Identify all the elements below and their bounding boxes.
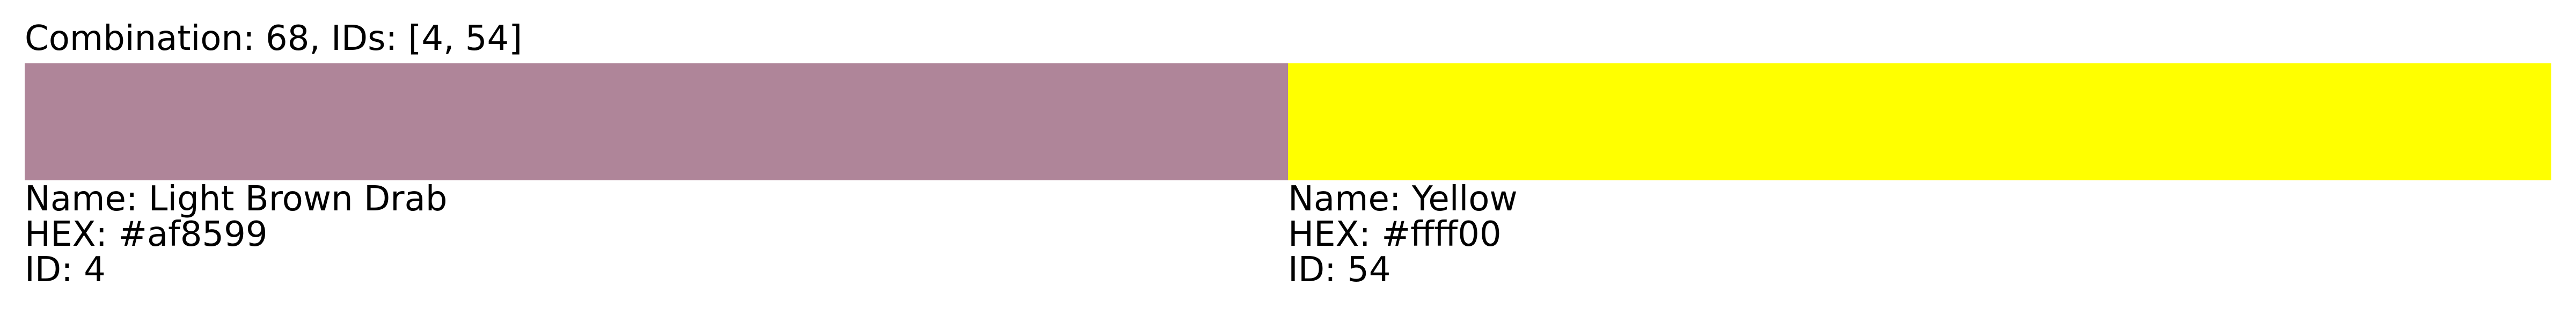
color-id-label: ID: 54 bbox=[1288, 250, 1391, 290]
color-name-label: Name: Yellow bbox=[1288, 179, 1518, 219]
color-hex-label: HEX: #af8599 bbox=[25, 215, 268, 254]
color-info-left: Name: Light Brown Drab HEX: #af8599 ID: … bbox=[25, 181, 447, 288]
color-swatch-yellow bbox=[1288, 63, 2551, 180]
combination-title: Combination: 68, IDs: [4, 54] bbox=[25, 19, 523, 58]
color-info-right: Name: Yellow HEX: #ffff00 ID: 54 bbox=[1288, 181, 1518, 288]
color-hex-label: HEX: #ffff00 bbox=[1288, 215, 1502, 254]
color-id-label: ID: 4 bbox=[25, 250, 106, 290]
color-name-label: Name: Light Brown Drab bbox=[25, 179, 448, 219]
color-swatch-light-brown-drab bbox=[25, 63, 1288, 180]
